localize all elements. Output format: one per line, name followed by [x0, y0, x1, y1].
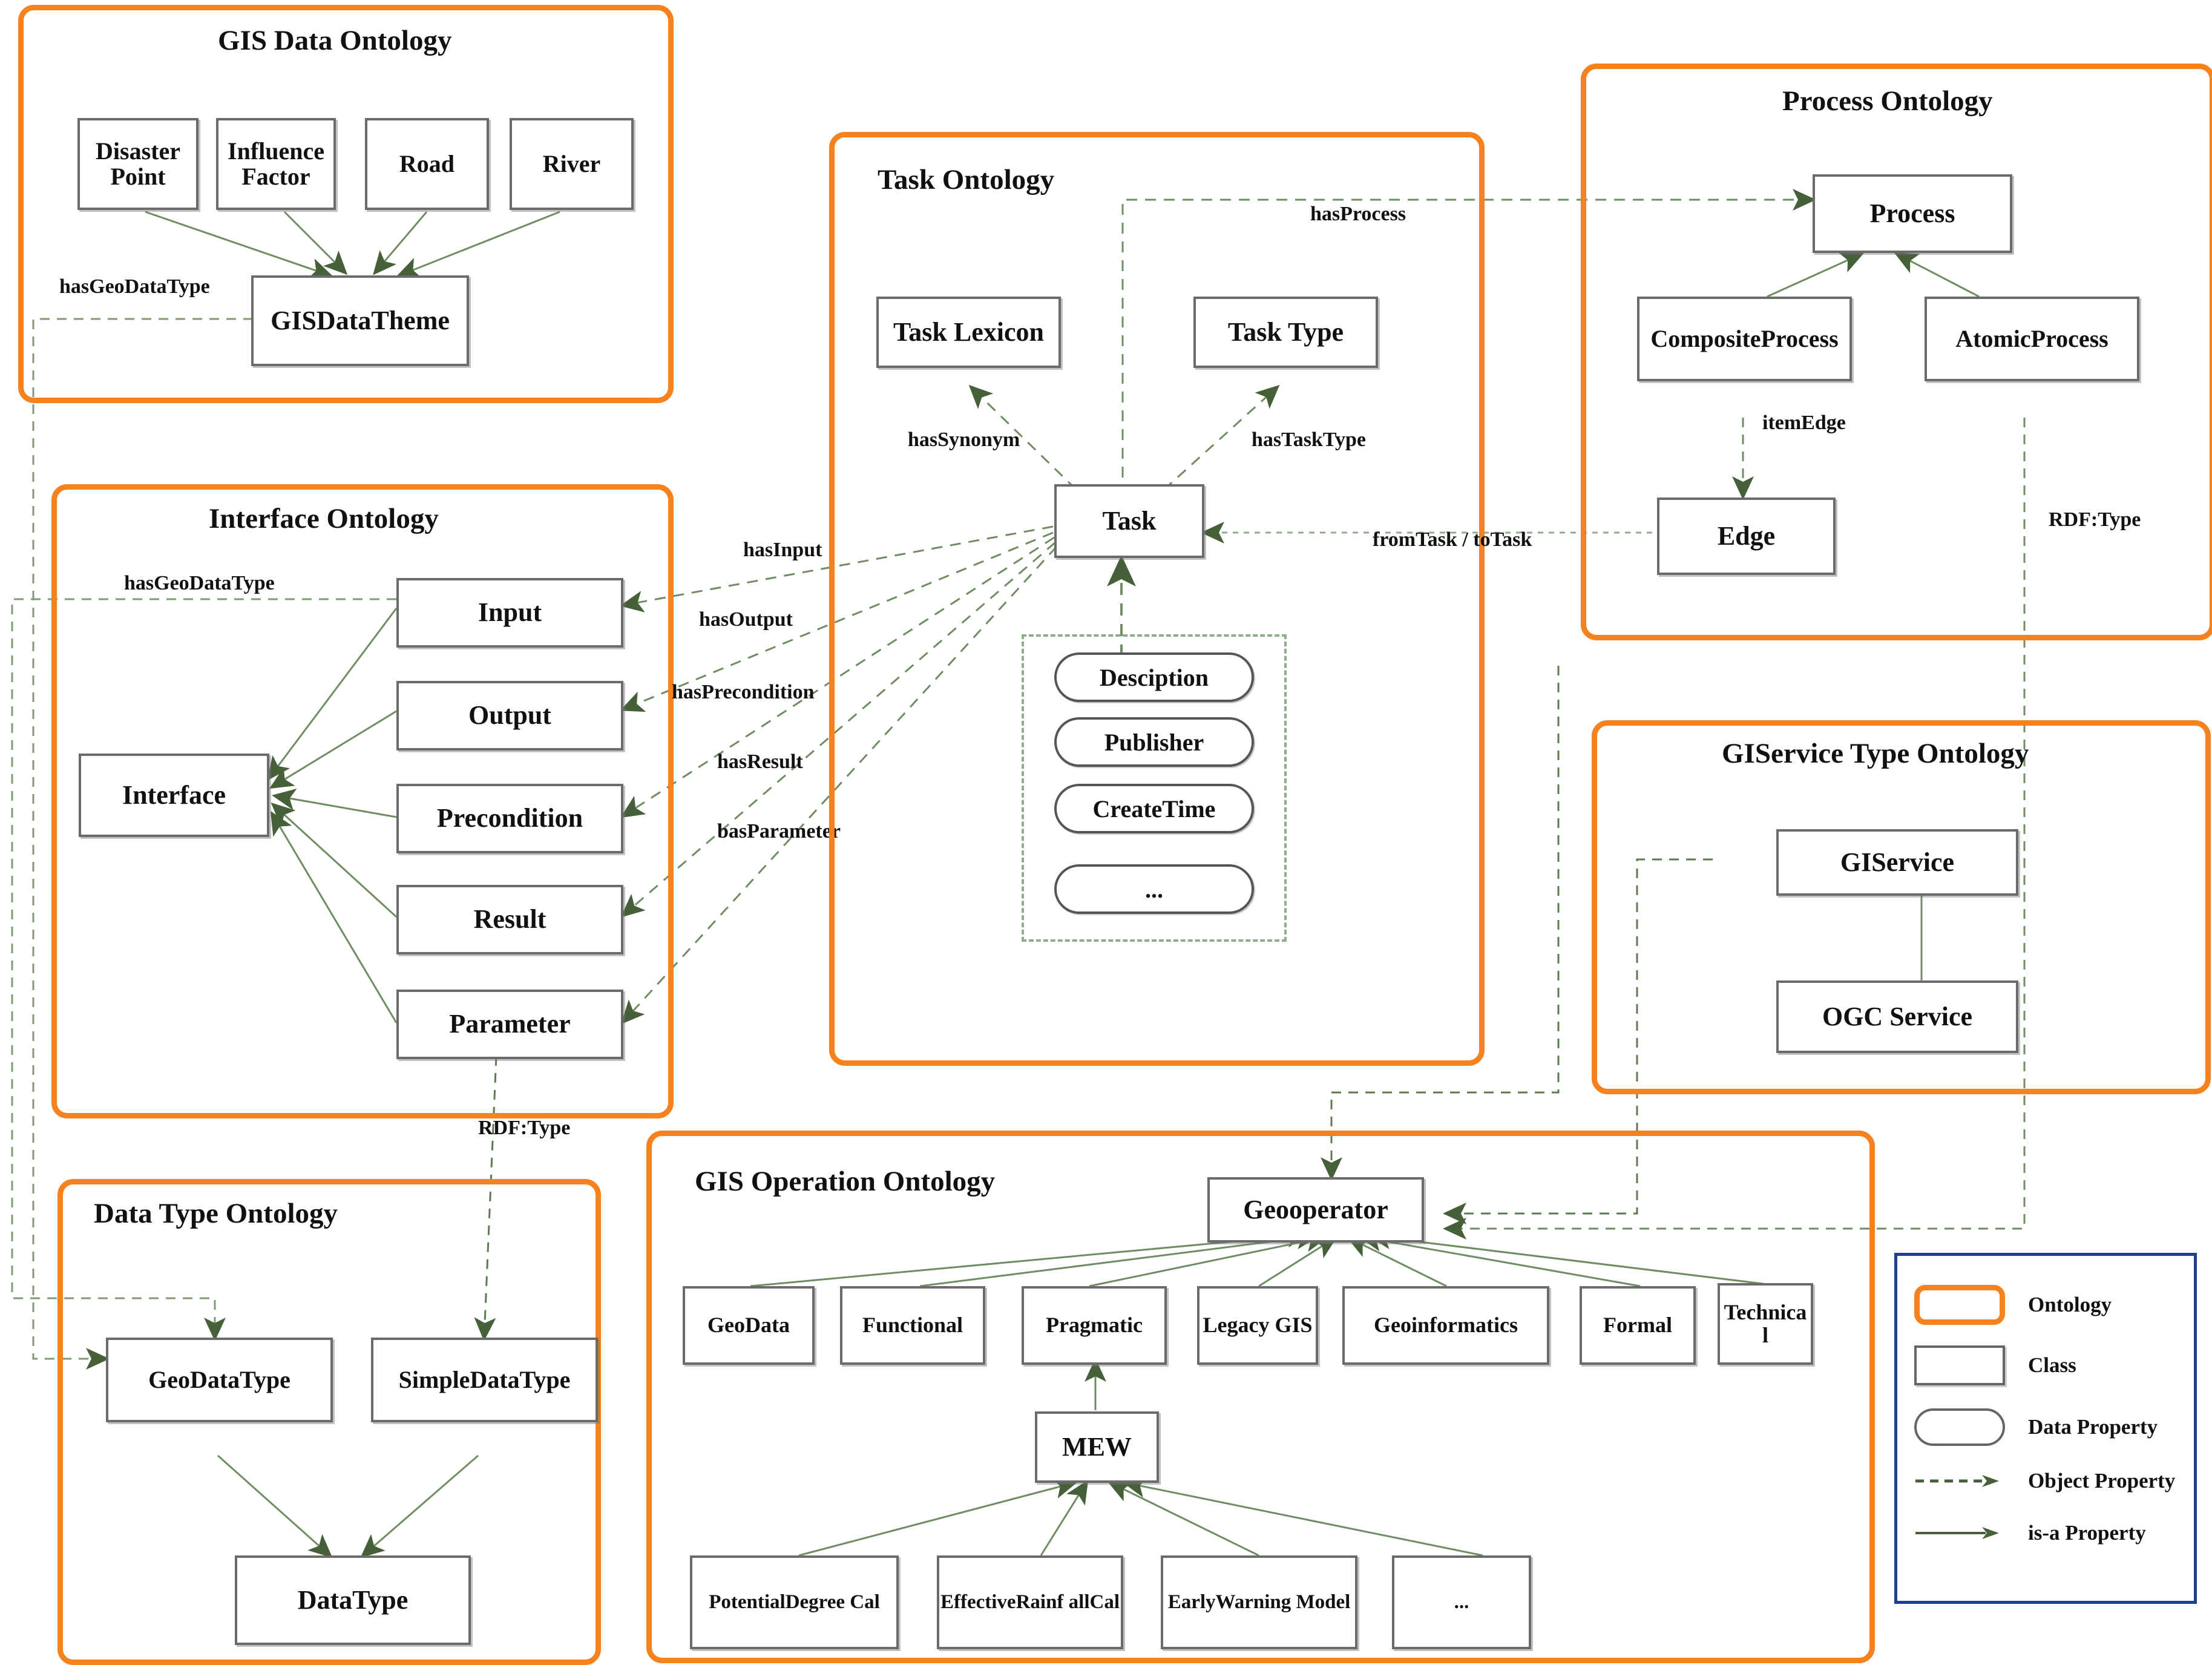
- edge-label-has-process: hasProcess: [1310, 203, 1406, 225]
- ontology-task: [829, 132, 1485, 1066]
- class-effectiverainfallcal[interactable]: EffectiveRainf allCal: [937, 1555, 1123, 1649]
- edge-label-item-edge: itemEdge: [1762, 412, 1846, 434]
- class-output[interactable]: Output: [396, 681, 623, 750]
- class-edge[interactable]: Edge: [1657, 498, 1836, 575]
- ontology-process: [1581, 64, 2212, 640]
- data-property-desciption[interactable]: Desciption: [1054, 652, 1254, 702]
- edge-label-has-output: hasOutput: [699, 608, 793, 631]
- class-legacy-gis[interactable]: Legacy GIS: [1197, 1286, 1318, 1365]
- legend-swatch-ontology: [1914, 1285, 2005, 1325]
- legend-label-isa-property: is-a Property: [2028, 1521, 2146, 1545]
- class-interface[interactable]: Interface: [79, 754, 269, 837]
- edge-label-rdf-type-process: RDF:Type: [2049, 508, 2141, 531]
- class-pragmatic[interactable]: Pragmatic: [1022, 1286, 1167, 1365]
- class-formal[interactable]: Formal: [1580, 1286, 1696, 1365]
- class-simpledatatype[interactable]: SimpleDataType: [371, 1338, 598, 1422]
- class-functional[interactable]: Functional: [840, 1286, 985, 1365]
- legend-swatch-class: [1914, 1345, 2005, 1385]
- class-mew[interactable]: MEW: [1035, 1411, 1159, 1483]
- class-more-models[interactable]: ...: [1392, 1555, 1531, 1649]
- class-geooperator[interactable]: Geooperator: [1207, 1177, 1424, 1243]
- data-property-createtime[interactable]: CreateTime: [1054, 784, 1254, 833]
- edge-label-has-synonym: hasSynonym: [908, 429, 1020, 451]
- class-compositeprocess[interactable]: CompositeProcess: [1637, 297, 1852, 381]
- ontology-giservice: [1592, 720, 2211, 1094]
- ontology-data-type-title: Data Type Ontology: [94, 1198, 338, 1229]
- legend-dashed-arrow-icon: [1915, 1475, 1999, 1487]
- class-task-type[interactable]: Task Type: [1193, 297, 1378, 368]
- class-disaster-point[interactable]: Disaster Point: [77, 118, 199, 210]
- legend-row-class: Class: [1914, 1345, 2076, 1385]
- class-potentialdegreecal[interactable]: PotentialDegree Cal: [690, 1555, 899, 1649]
- class-gisdatatheme[interactable]: GISDataTheme: [251, 275, 469, 366]
- legend-label-class: Class: [2028, 1353, 2076, 1377]
- legend-row-isa-property: is-a Property: [1914, 1521, 2146, 1545]
- edge-label-has-geo-data-type-top: hasGeoDataType: [59, 275, 210, 298]
- class-road[interactable]: Road: [365, 118, 489, 210]
- class-datatype[interactable]: DataType: [235, 1555, 471, 1645]
- ontology-interface: [51, 484, 674, 1118]
- ontology-gis-operation-title: GIS Operation Ontology: [695, 1166, 996, 1197]
- class-technical[interactable]: Technica l: [1718, 1283, 1813, 1365]
- class-geoinformatics[interactable]: Geoinformatics: [1342, 1286, 1549, 1365]
- data-property-publisher[interactable]: Publisher: [1054, 717, 1254, 767]
- class-earlywarningmodel[interactable]: EarlyWarning Model: [1161, 1555, 1357, 1649]
- class-influence-factor[interactable]: Influence Factor: [216, 118, 336, 210]
- class-geodatatype[interactable]: GeoDataType: [106, 1338, 333, 1422]
- edge-label-has-input: hasInput: [743, 539, 822, 561]
- class-task-lexicon[interactable]: Task Lexicon: [876, 297, 1061, 368]
- class-task[interactable]: Task: [1054, 484, 1204, 558]
- class-giservice[interactable]: GIService: [1776, 829, 2018, 896]
- class-process[interactable]: Process: [1813, 174, 2012, 253]
- legend-solid-arrow-icon: [1915, 1527, 1999, 1539]
- edge-label-has-task-type: hasTaskType: [1252, 429, 1366, 451]
- class-atomicprocess[interactable]: AtomicProcess: [1925, 297, 2139, 381]
- legend-label-ontology: Ontology: [2028, 1293, 2112, 1316]
- ontology-interface-title: Interface Ontology: [209, 503, 439, 534]
- legend-row-data-property: Data Property: [1914, 1408, 2158, 1446]
- class-precondition[interactable]: Precondition: [396, 784, 623, 853]
- class-input[interactable]: Input: [396, 578, 623, 648]
- class-parameter[interactable]: Parameter: [396, 990, 623, 1059]
- class-geodata[interactable]: GeoData: [683, 1286, 815, 1365]
- legend-label-object-property: Object Property: [2028, 1469, 2176, 1493]
- ontology-task-title: Task Ontology: [878, 164, 1055, 195]
- legend: Ontology Class Data Property Object Prop…: [1894, 1253, 2197, 1604]
- legend-row-ontology: Ontology: [1914, 1285, 2112, 1325]
- edge-label-rdf-type-parameter: RDF:Type: [478, 1117, 571, 1139]
- legend-row-object-property: Object Property: [1914, 1469, 2175, 1493]
- edge-label-has-precondition: hasPrecondition: [672, 681, 815, 703]
- edge-label-has-parameter: basParameter: [717, 820, 841, 842]
- data-property-more[interactable]: ...: [1054, 864, 1254, 914]
- class-ogc-service[interactable]: OGC Service: [1776, 980, 2018, 1053]
- edge-label-has-result: hasResult: [717, 750, 803, 773]
- legend-swatch-data-property: [1914, 1408, 2005, 1446]
- task-data-properties-group: [1022, 634, 1287, 942]
- class-river[interactable]: River: [510, 118, 634, 210]
- edge-label-has-geo-data-type-mid: hasGeoDataType: [124, 572, 275, 594]
- ontology-giservice-title: GIService Type Ontology: [1722, 738, 2029, 769]
- class-result[interactable]: Result: [396, 885, 623, 954]
- ontology-process-title: Process Ontology: [1782, 85, 1993, 117]
- edge-label-from-to-task: fromTask / toTask: [1373, 528, 1532, 551]
- ontology-gis-data-title: GIS Data Ontology: [218, 25, 452, 56]
- ontology-gis-data: [18, 5, 674, 403]
- legend-label-data-property: Data Property: [2028, 1415, 2158, 1439]
